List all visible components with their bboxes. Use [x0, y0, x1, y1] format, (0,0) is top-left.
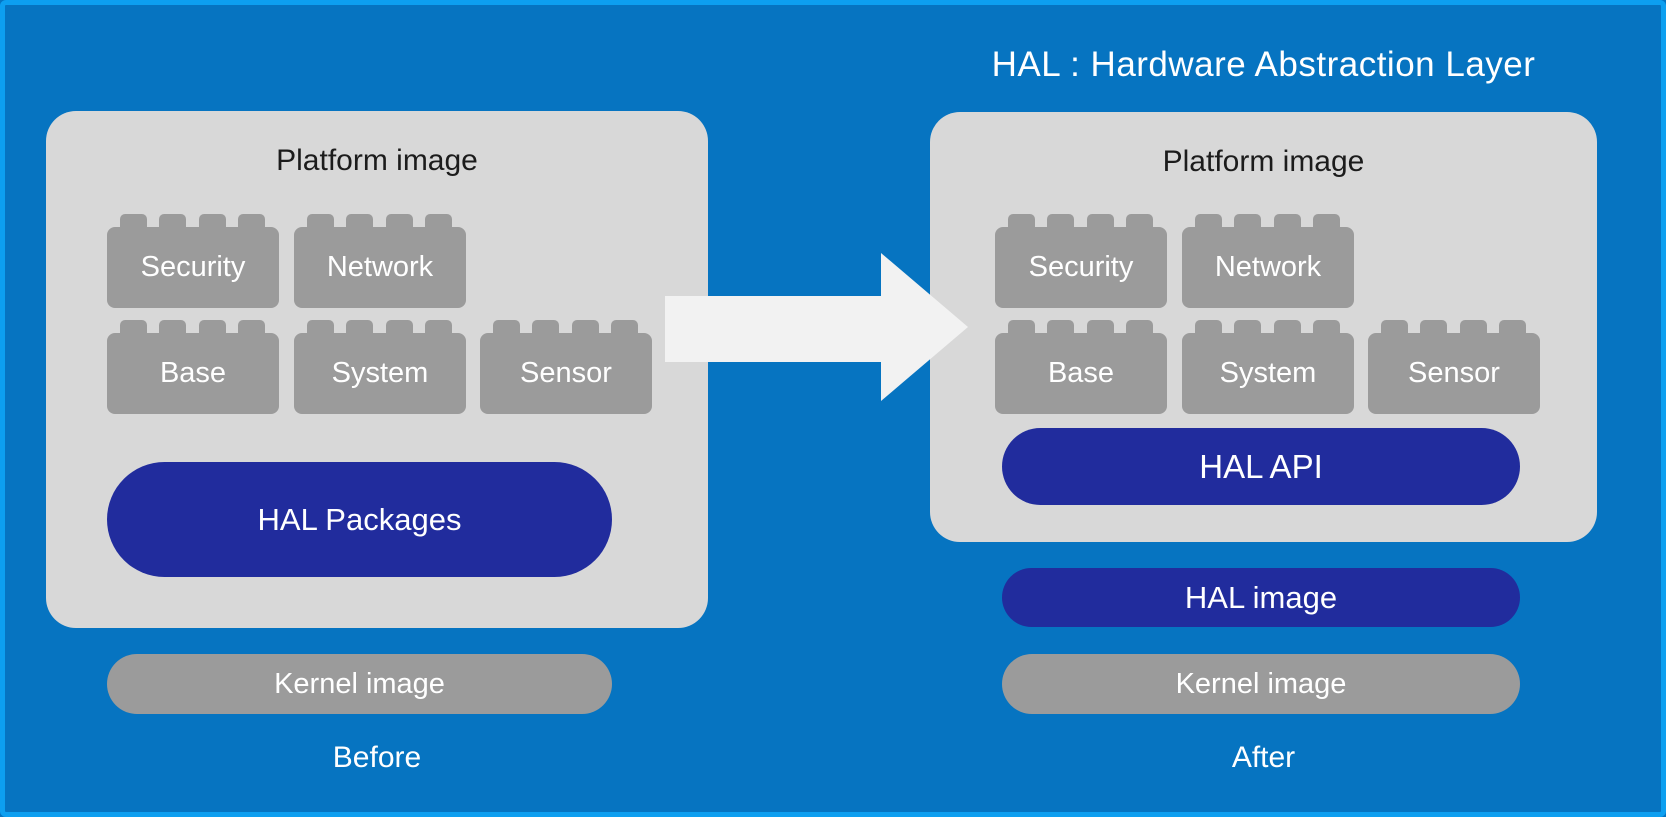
- brick-stud: [1234, 320, 1261, 342]
- brick-stud: [386, 214, 413, 236]
- brick-label: System: [1219, 357, 1317, 389]
- brick-stud: [1499, 320, 1526, 342]
- panel-title-before: Platform image: [276, 144, 478, 177]
- lego-brick-security-before: Security: [107, 214, 279, 308]
- brick-stud: [1460, 320, 1487, 342]
- hal-image-pill: HAL image: [1002, 568, 1520, 627]
- brick-stud: [1047, 320, 1074, 342]
- brick-stud: [307, 214, 334, 236]
- brick-label: Base: [1047, 357, 1115, 389]
- brick-stud: [159, 320, 186, 342]
- brick-stud: [1234, 214, 1261, 236]
- brick-label: Network: [1214, 251, 1322, 283]
- brick-label: Base: [159, 357, 227, 389]
- brick-stud: [1087, 320, 1114, 342]
- lego-brick-network-before: Network: [294, 214, 466, 308]
- brick-stud: [1087, 214, 1114, 236]
- brick-stud: [346, 214, 373, 236]
- caption-after: After: [1231, 741, 1296, 774]
- lego-brick-network-after: Network: [1182, 214, 1354, 308]
- brick-stud: [1008, 214, 1035, 236]
- lego-brick-system-after: System: [1182, 320, 1354, 414]
- brick-stud: [159, 214, 186, 236]
- brick-stud: [611, 320, 638, 342]
- brick-stud: [307, 320, 334, 342]
- brick-label: Network: [326, 251, 434, 283]
- lego-brick-sensor-before: Sensor: [480, 320, 652, 414]
- brick-stud: [120, 320, 147, 342]
- brick-stud: [493, 320, 520, 342]
- brick-label: Sensor: [520, 357, 612, 389]
- brick-label: Security: [1028, 251, 1134, 283]
- caption-before: Before: [332, 741, 422, 774]
- lego-brick-base-before: Base: [107, 320, 279, 414]
- brick-stud: [1420, 320, 1447, 342]
- brick-stud: [1195, 320, 1222, 342]
- brick-label: Security: [140, 251, 246, 283]
- brick-stud: [386, 320, 413, 342]
- brick-label: System: [331, 357, 429, 389]
- brick-stud: [238, 214, 265, 236]
- hal-api-pill: HAL API: [1002, 428, 1520, 505]
- brick-stud: [1313, 214, 1340, 236]
- brick-stud: [1047, 214, 1074, 236]
- brick-stud: [1274, 320, 1301, 342]
- panel-title-after: Platform image: [1162, 145, 1365, 178]
- brick-stud: [1126, 320, 1153, 342]
- brick-stud: [425, 214, 452, 236]
- brick-stud: [199, 214, 226, 236]
- brick-stud: [1381, 320, 1408, 342]
- lego-brick-system-before: System: [294, 320, 466, 414]
- lego-brick-sensor-after: Sensor: [1368, 320, 1540, 414]
- lego-brick-base-after: Base: [995, 320, 1167, 414]
- brick-stud: [1313, 320, 1340, 342]
- brick-stud: [1274, 214, 1301, 236]
- brick-stud: [1008, 320, 1035, 342]
- lego-brick-security-after: Security: [995, 214, 1167, 308]
- brick-stud: [532, 320, 559, 342]
- diagram-title: HAL : Hardware Abstraction Layer: [991, 45, 1536, 84]
- hal-packages-pill: HAL Packages: [107, 462, 612, 577]
- brick-stud: [238, 320, 265, 342]
- brick-stud: [1126, 214, 1153, 236]
- kernel-image-pill-before: Kernel image: [107, 654, 612, 714]
- brick-stud: [120, 214, 147, 236]
- brick-stud: [572, 320, 599, 342]
- brick-stud: [346, 320, 373, 342]
- brick-stud: [1195, 214, 1222, 236]
- brick-label: Sensor: [1408, 357, 1500, 389]
- kernel-image-pill-after: Kernel image: [1002, 654, 1520, 714]
- brick-stud: [199, 320, 226, 342]
- brick-stud: [425, 320, 452, 342]
